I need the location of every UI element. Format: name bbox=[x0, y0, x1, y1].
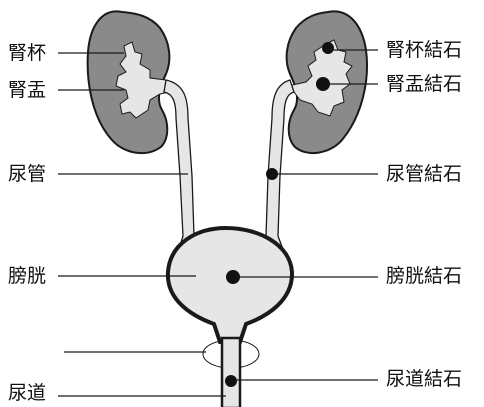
urethra-stone bbox=[225, 375, 237, 387]
label-urethra: 尿道 bbox=[8, 382, 46, 404]
label-bladder-stone: 膀胱結石 bbox=[386, 265, 462, 287]
left-ureter bbox=[164, 80, 194, 252]
label-pelvis-stone: 腎盂結石 bbox=[386, 73, 462, 95]
label-urethra-stone: 尿道結石 bbox=[386, 368, 462, 390]
label-calyx-stone: 腎杯結石 bbox=[386, 39, 462, 61]
calyx-stone bbox=[322, 42, 334, 54]
label-renal-calyx: 腎杯 bbox=[8, 42, 46, 64]
label-renal-pelvis: 腎盂 bbox=[8, 79, 46, 101]
label-ureter: 尿管 bbox=[8, 163, 46, 185]
bladder bbox=[168, 228, 292, 342]
label-ureter-stone: 尿管結石 bbox=[386, 163, 462, 185]
label-bladder: 膀胱 bbox=[8, 265, 46, 287]
right-ureter bbox=[266, 80, 294, 252]
